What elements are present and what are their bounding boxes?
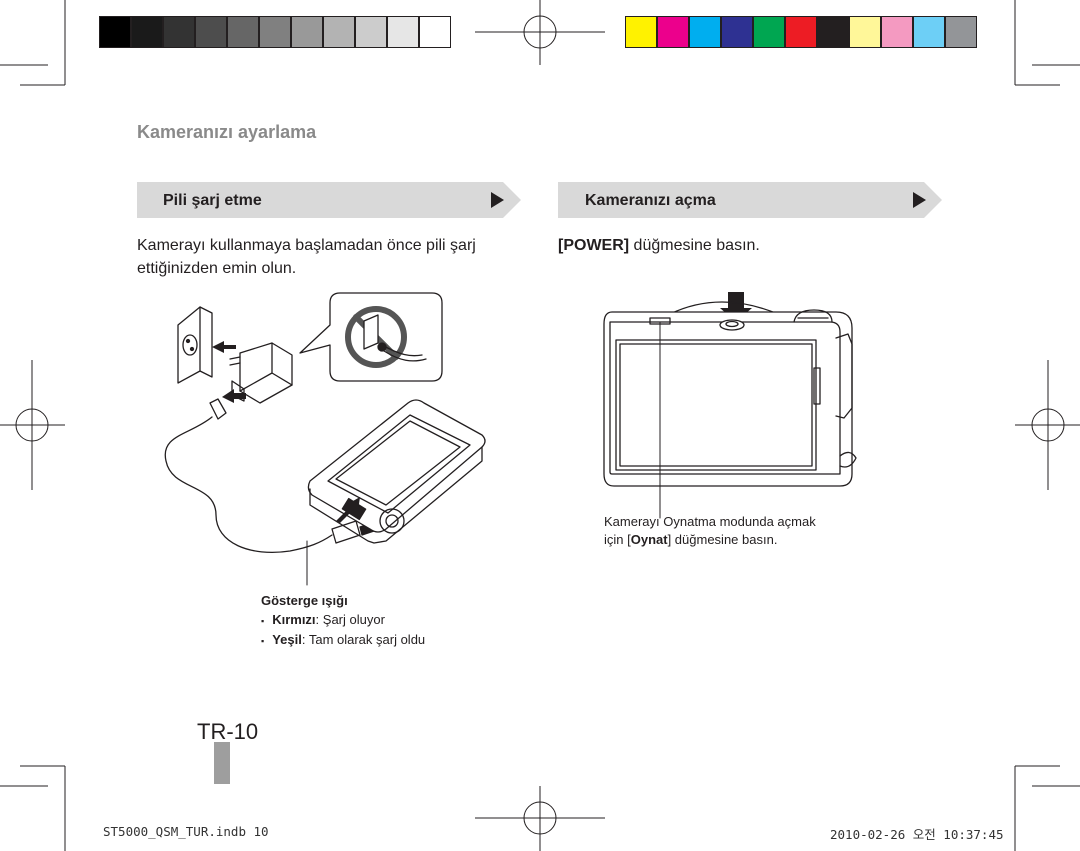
indicator-green-term: Yeşil: [272, 632, 302, 647]
grayscale-color-bar: [0, 0, 1080, 60]
arrow-up-right-icon: [336, 497, 360, 523]
color-swatch: [721, 16, 753, 48]
indicator-red-term: Kırmızı: [272, 612, 316, 627]
indicator-green-desc: : Tam olarak şarj oldu: [301, 632, 426, 647]
color-swatch: [913, 16, 945, 48]
color-swatch: [419, 16, 451, 48]
tab-power-on-banner: [558, 182, 942, 218]
playback-callout-line-2: için [Oynat] düğmesine basın.: [604, 531, 816, 549]
color-swatch: [163, 16, 195, 48]
power-key-label: [POWER]: [558, 237, 630, 254]
charging-intro-line-1: Kamerayı kullanmaya başlamadan önce pili…: [137, 237, 476, 254]
camera-body-icon: [307, 399, 486, 544]
color-swatch: [227, 16, 259, 48]
bullet: ▪: [261, 616, 265, 626]
indicator-green: ▪ Yeşil: Tam olarak şarj oldu: [261, 631, 425, 650]
wall-outlet-icon: [177, 306, 213, 384]
color-swatch: [945, 16, 977, 48]
footer-datetime: 2010-02-26 오전 10:37:45: [830, 827, 1004, 842]
indicator-red-desc: : Şarj oluyor: [315, 612, 385, 627]
playback-callout-post: ] düğmesine basın.: [667, 532, 778, 547]
playback-callout-pre: için [: [604, 532, 631, 547]
arrow-left-icon: [212, 341, 236, 353]
tab-power-on-label: Kameranızı açma: [585, 192, 716, 209]
color-swatch: [131, 16, 163, 48]
color-swatch: [817, 16, 849, 48]
color-swatch: [689, 16, 721, 48]
indicator-title: Gösterge ışığı: [261, 593, 348, 608]
playback-callout: Kamerayı Oynatma modunda açmak için [Oyn…: [604, 513, 816, 549]
color-swatch: [291, 16, 323, 48]
playback-key-label: Oynat: [630, 532, 668, 547]
power-instruction-text: düğmesine basın.: [629, 237, 760, 254]
color-swatch: [195, 16, 227, 48]
color-swatch: [387, 16, 419, 48]
power-instruction: [POWER] düğmesine basın.: [558, 234, 760, 257]
section-title: Kameranızı ayarlama: [137, 122, 317, 142]
indicator-red: ▪ Kırmızı: Şarj oluyor: [261, 611, 425, 630]
tab-charging-label: Pili şarj etme: [163, 192, 262, 209]
page-number: TR-10: [197, 719, 259, 744]
tab-charging-banner: [137, 182, 521, 218]
play-arrow-icon: [913, 192, 926, 208]
color-swatch: [323, 16, 355, 48]
charging-intro: Kamerayı kullanmaya başlamadan önce pili…: [137, 234, 517, 280]
bullet: ▪: [261, 636, 265, 646]
charging-intro-line-2: ettiğinizden emin olun.: [137, 260, 297, 277]
color-swatch: [99, 16, 131, 48]
color-swatch: [625, 16, 657, 48]
playback-callout-line-1: Kamerayı Oynatma modunda açmak: [604, 514, 816, 529]
footer-file-name: ST5000_QSM_TUR.indb 10: [103, 824, 269, 839]
color-swatch: [849, 16, 881, 48]
indicator-legend: Gösterge ışığı ▪ Kırmızı: Şarj oluyor ▪ Ye…: [261, 592, 425, 650]
color-swatch: [259, 16, 291, 48]
color-swatch: [355, 16, 387, 48]
color-swatch: [753, 16, 785, 48]
play-arrow-icon: [491, 192, 504, 208]
prohibited-plug-callout: [299, 292, 443, 382]
color-swatch: [657, 16, 689, 48]
charging-illustration: [164, 292, 486, 586]
color-swatch: [785, 16, 817, 48]
camera-front-illustration: [603, 292, 857, 519]
page-marker-bar: [214, 742, 230, 784]
arrow-up-icon: [222, 389, 246, 403]
color-swatch: [881, 16, 913, 48]
